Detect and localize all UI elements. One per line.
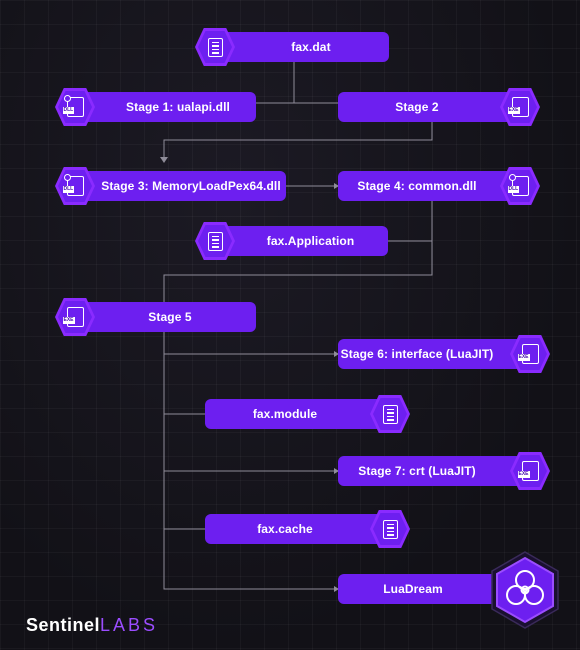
node-fax-module-label: fax.module xyxy=(252,407,318,421)
node-stage-5-label: Stage 5 xyxy=(148,310,192,324)
node-fax-dat: fax.dat xyxy=(215,32,389,62)
document-icon xyxy=(195,222,235,260)
biohazard-icon xyxy=(491,551,559,629)
node-fax-module: fax.module xyxy=(205,399,389,429)
node-stage-6-label: Stage 6: interface (LuaJIT) xyxy=(340,347,494,361)
dll-file-icon: DLL xyxy=(500,167,540,205)
node-stage-5: Stage 5 xyxy=(74,302,256,332)
node-fax-dat-label: fax.dat xyxy=(291,40,331,54)
document-icon xyxy=(370,395,410,433)
node-stage-7-label: Stage 7: crt (LuaJIT) xyxy=(358,464,476,478)
node-fax-cache: fax.cache xyxy=(205,514,389,544)
node-stage-2-label: Stage 2 xyxy=(395,100,439,114)
document-icon xyxy=(195,28,235,66)
exe-file-icon: EXE xyxy=(500,88,540,126)
node-stage-3-label: Stage 3: MemoryLoadPex64.dll xyxy=(101,179,281,193)
node-stage-3: Stage 3: MemoryLoadPex64.dll xyxy=(74,171,286,201)
document-icon xyxy=(370,510,410,548)
dll-file-icon: DLL xyxy=(55,167,95,205)
logo-labs: LABS xyxy=(100,615,159,635)
node-stage-4: Stage 4: common.dll xyxy=(338,171,520,201)
node-stage-2: Stage 2 xyxy=(338,92,520,122)
exe-file-icon: EXE xyxy=(510,452,550,490)
node-stage-1-label: Stage 1: ualapi.dll xyxy=(126,100,230,114)
node-fax-application: fax.Application xyxy=(215,226,388,256)
node-stage-6: Stage 6: interface (LuaJIT) xyxy=(338,339,530,369)
node-stage-4-label: Stage 4: common.dll xyxy=(357,179,477,193)
node-fax-application-label: fax.Application xyxy=(266,234,355,248)
node-luadream: LuaDream xyxy=(338,574,510,604)
node-stage-7: Stage 7: crt (LuaJIT) xyxy=(338,456,530,486)
node-fax-cache-label: fax.cache xyxy=(257,522,313,536)
node-luadream-label: LuaDream xyxy=(383,582,443,596)
exe-file-icon: EXE xyxy=(510,335,550,373)
sentinellabs-logo: SentinelLABS xyxy=(26,615,158,636)
node-stage-1: Stage 1: ualapi.dll xyxy=(74,92,256,122)
logo-sentinel: Sentinel xyxy=(26,615,101,635)
dll-file-icon: DLL xyxy=(55,88,95,126)
exe-file-icon: EXE xyxy=(55,298,95,336)
